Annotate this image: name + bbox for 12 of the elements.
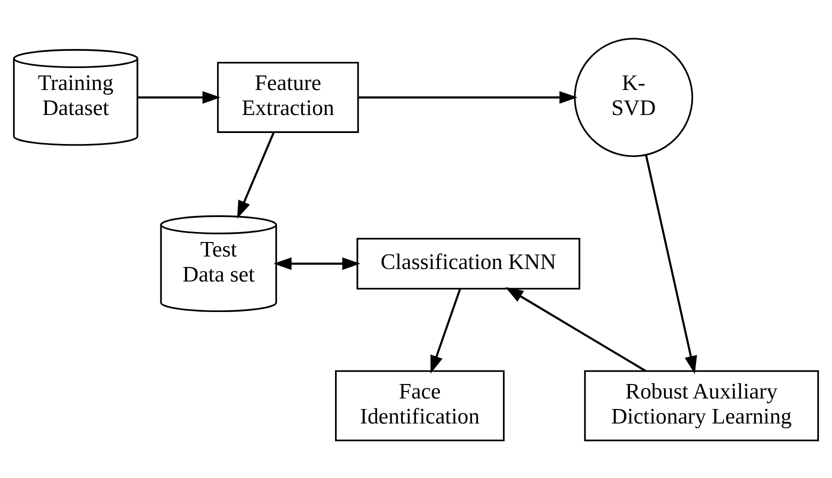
node-box: Feature Extraction [217, 61, 359, 132]
arrow [137, 90, 221, 104]
arrow [645, 154, 698, 374]
node-box: Robust Auxiliary Dictionary Learning [584, 370, 819, 441]
arrow [505, 286, 646, 372]
node-box: Classification KNN [356, 237, 580, 289]
node-box: Face Identification [335, 370, 505, 441]
arrow [358, 90, 578, 104]
node-circle: K- SVD [574, 37, 694, 157]
arrow [274, 256, 360, 270]
arrow [237, 131, 275, 218]
arrow [430, 288, 462, 374]
